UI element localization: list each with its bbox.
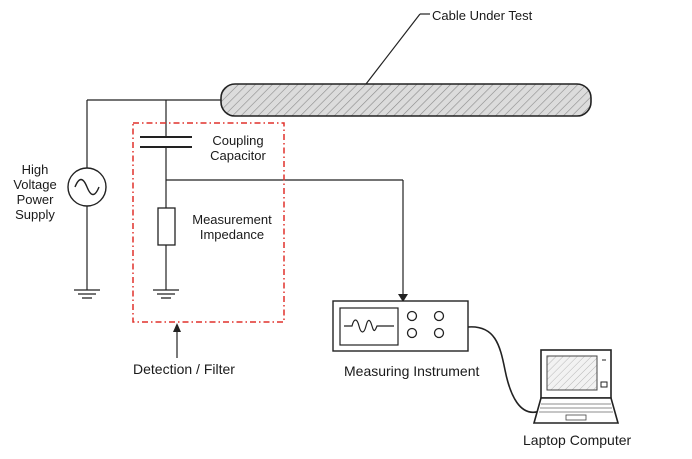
ground-symbol-impedance: [153, 289, 179, 299]
instrument-knob-2: [433, 310, 445, 322]
cable-under-test: [220, 83, 592, 117]
measurement-impedance-resistor: [157, 207, 176, 246]
power-supply-label: High Voltage Power Supply: [4, 162, 66, 222]
power-supply-label-line: Supply: [15, 207, 55, 222]
cable-label-leader: [365, 13, 421, 85]
coupling-capacitor-label: Coupling Capacitor: [200, 133, 276, 163]
ground-symbol-power-supply: [74, 289, 100, 299]
sine-wave-icon: [74, 178, 100, 196]
instrument-knob-3: [406, 327, 418, 339]
instrument-knob-1: [406, 310, 418, 322]
measurement-impedance-label-line: Impedance: [199, 227, 265, 242]
cable-under-test-label: Cable Under Test: [432, 8, 533, 23]
instrument-to-laptop-cable: [467, 326, 541, 414]
coupling-capacitor-label-line: Capacitor: [210, 148, 266, 163]
measurement-impedance-label: Measurement Impedance: [183, 212, 281, 242]
power-supply-label-line: High: [21, 162, 49, 177]
detection-filter-label: Detection / Filter: [133, 361, 235, 377]
power-supply-label-line: Power: [16, 192, 54, 207]
laptop-computer-label: Laptop Computer: [523, 432, 632, 448]
coupling-capacitor-label-line: Coupling: [212, 133, 264, 148]
detection-label-arrowhead: [173, 323, 181, 332]
power-supply-label-line: Voltage: [13, 177, 57, 192]
measurement-impedance-label-line: Measurement: [192, 212, 272, 227]
signal-arrowhead: [398, 294, 408, 302]
instrument-knob-4: [433, 327, 445, 339]
waveform-icon: [344, 319, 394, 333]
laptop-icon: [532, 349, 620, 424]
measuring-instrument-label: Measuring Instrument: [344, 363, 480, 379]
